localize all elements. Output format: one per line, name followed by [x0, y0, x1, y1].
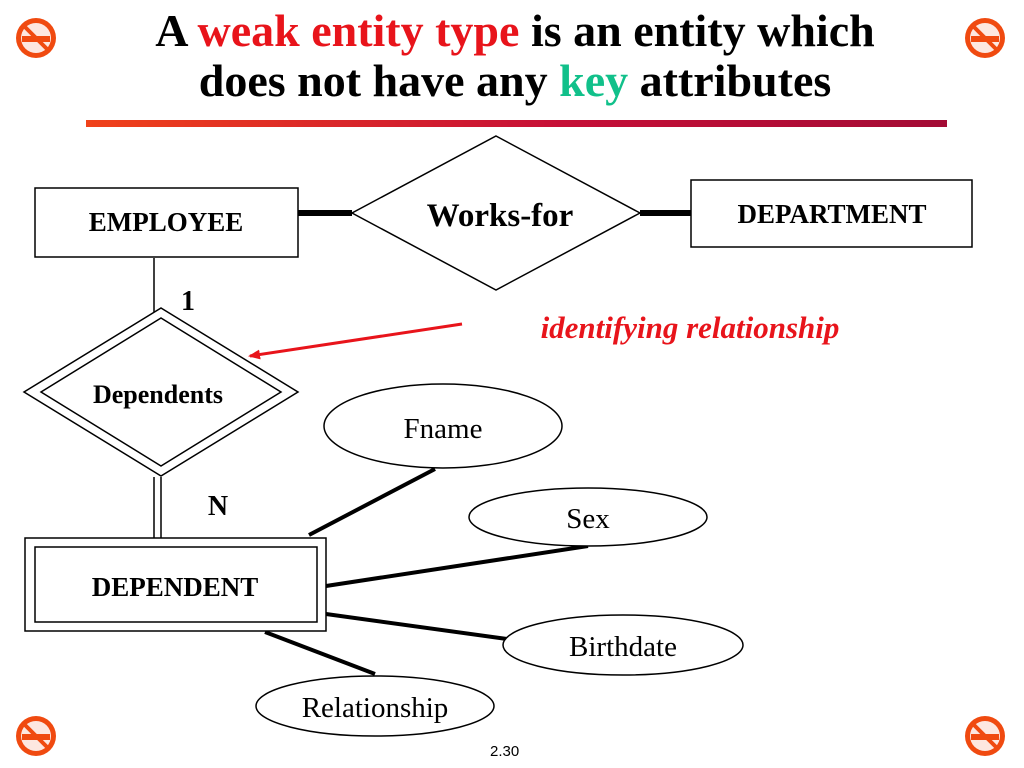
birthdate-attr-line — [325, 612, 508, 641]
entity-employee: EMPLOYEE — [34, 187, 299, 258]
no-smoking-icon — [965, 18, 1005, 58]
relationship-works-for: Works-for — [350, 135, 642, 291]
fname-attr-line — [308, 467, 436, 537]
cardinality-many: N — [208, 491, 228, 522]
attribute-relationship-label: Relationship — [302, 692, 449, 724]
attribute-fname: Fname — [323, 383, 563, 469]
title-line-1: A weak entity type is an entity which — [90, 6, 940, 56]
entity-department: DEPARTMENT — [690, 179, 973, 248]
title-highlight-weak: weak entity type — [197, 5, 520, 56]
slide-title: A weak entity type is an entity which do… — [90, 6, 940, 106]
no-smoking-icon — [16, 716, 56, 756]
no-smoking-icon — [16, 18, 56, 58]
relationship-works-for-label: Works-for — [427, 198, 574, 234]
connector-lines — [153, 210, 692, 676]
entity-department-label: DEPARTMENT — [737, 199, 926, 229]
attribute-fname-label: Fname — [404, 413, 483, 445]
sex-attr-line — [325, 544, 589, 588]
relationship-dependents-label: Dependents — [93, 380, 223, 409]
annotation-identifying-relationship: identifying relationship — [541, 310, 840, 345]
slide-number: 2.30 — [490, 743, 520, 760]
title-highlight-key: key — [559, 55, 629, 106]
attribute-sex: Sex — [468, 487, 708, 547]
attribute-relationship: Relationship — [255, 675, 495, 737]
title-text: is an entity which — [519, 5, 875, 56]
attribute-birthdate: Birthdate — [502, 614, 744, 676]
attribute-birthdate-label: Birthdate — [569, 631, 677, 663]
entity-dependent: DEPENDENT — [24, 537, 327, 632]
cardinality-one: 1 — [181, 286, 195, 317]
relationship-attr-line — [264, 630, 376, 676]
annotation-arrow — [248, 322, 463, 360]
relationship-dependents: Dependents — [22, 307, 300, 477]
title-text: A — [155, 5, 198, 56]
entity-dependent-label: DEPENDENT — [92, 572, 259, 602]
attribute-sex-label: Sex — [566, 503, 610, 535]
entity-employee-label: EMPLOYEE — [89, 207, 244, 237]
title-underline — [86, 120, 947, 127]
title-line-2: does not have any key attributes — [90, 56, 940, 106]
title-text: attributes — [628, 55, 832, 106]
title-text: does not have any — [198, 55, 560, 106]
no-smoking-icon — [965, 716, 1005, 756]
